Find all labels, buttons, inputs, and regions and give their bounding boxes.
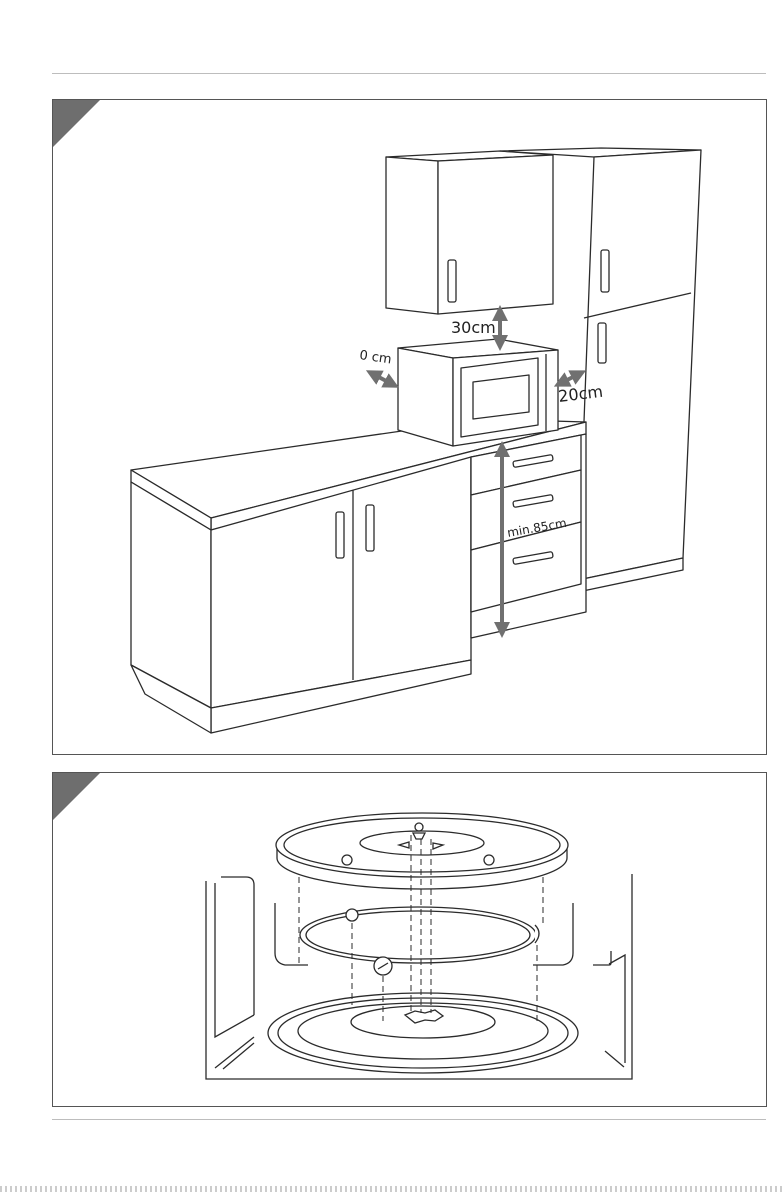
tall-cabinet-lower-handle xyxy=(598,323,606,363)
oven-cavity xyxy=(206,874,632,1079)
right-clearance-arrow xyxy=(561,374,579,383)
left-clearance-arrow xyxy=(373,374,392,384)
cavity-floor xyxy=(268,993,578,1073)
figure-number-corner xyxy=(53,773,100,820)
drive-shaft-coupler xyxy=(405,1010,443,1023)
left-clearance-label: 0 cm xyxy=(358,348,392,367)
wall-cabinet xyxy=(386,151,553,314)
left-door-handle xyxy=(336,512,344,558)
roller-wheel-right xyxy=(535,925,539,943)
turntable-assembly-illustration xyxy=(53,773,766,1106)
turntable-assembly-figure xyxy=(52,772,767,1107)
installation-clearance-figure: 30cm 0 cm 20cm min.85cm xyxy=(52,99,767,755)
figure-number-corner xyxy=(53,100,100,147)
header-rule xyxy=(52,73,766,74)
kitchen-installation-illustration: 30cm 0 cm 20cm min.85cm xyxy=(53,100,766,754)
footer-rule xyxy=(52,1119,766,1120)
wall-cabinet-handle xyxy=(448,260,456,302)
top-clearance-label: 30cm xyxy=(451,318,496,337)
roller-ring xyxy=(300,907,539,975)
tall-cabinet-upper-handle xyxy=(601,250,609,292)
right-door-handle xyxy=(366,505,374,551)
roller-wheel-left xyxy=(346,909,358,921)
scan-edge-strip xyxy=(0,1186,783,1192)
microwave-window xyxy=(473,375,529,419)
glass-turntable-tray xyxy=(276,813,568,889)
microwave-oven xyxy=(398,339,558,446)
